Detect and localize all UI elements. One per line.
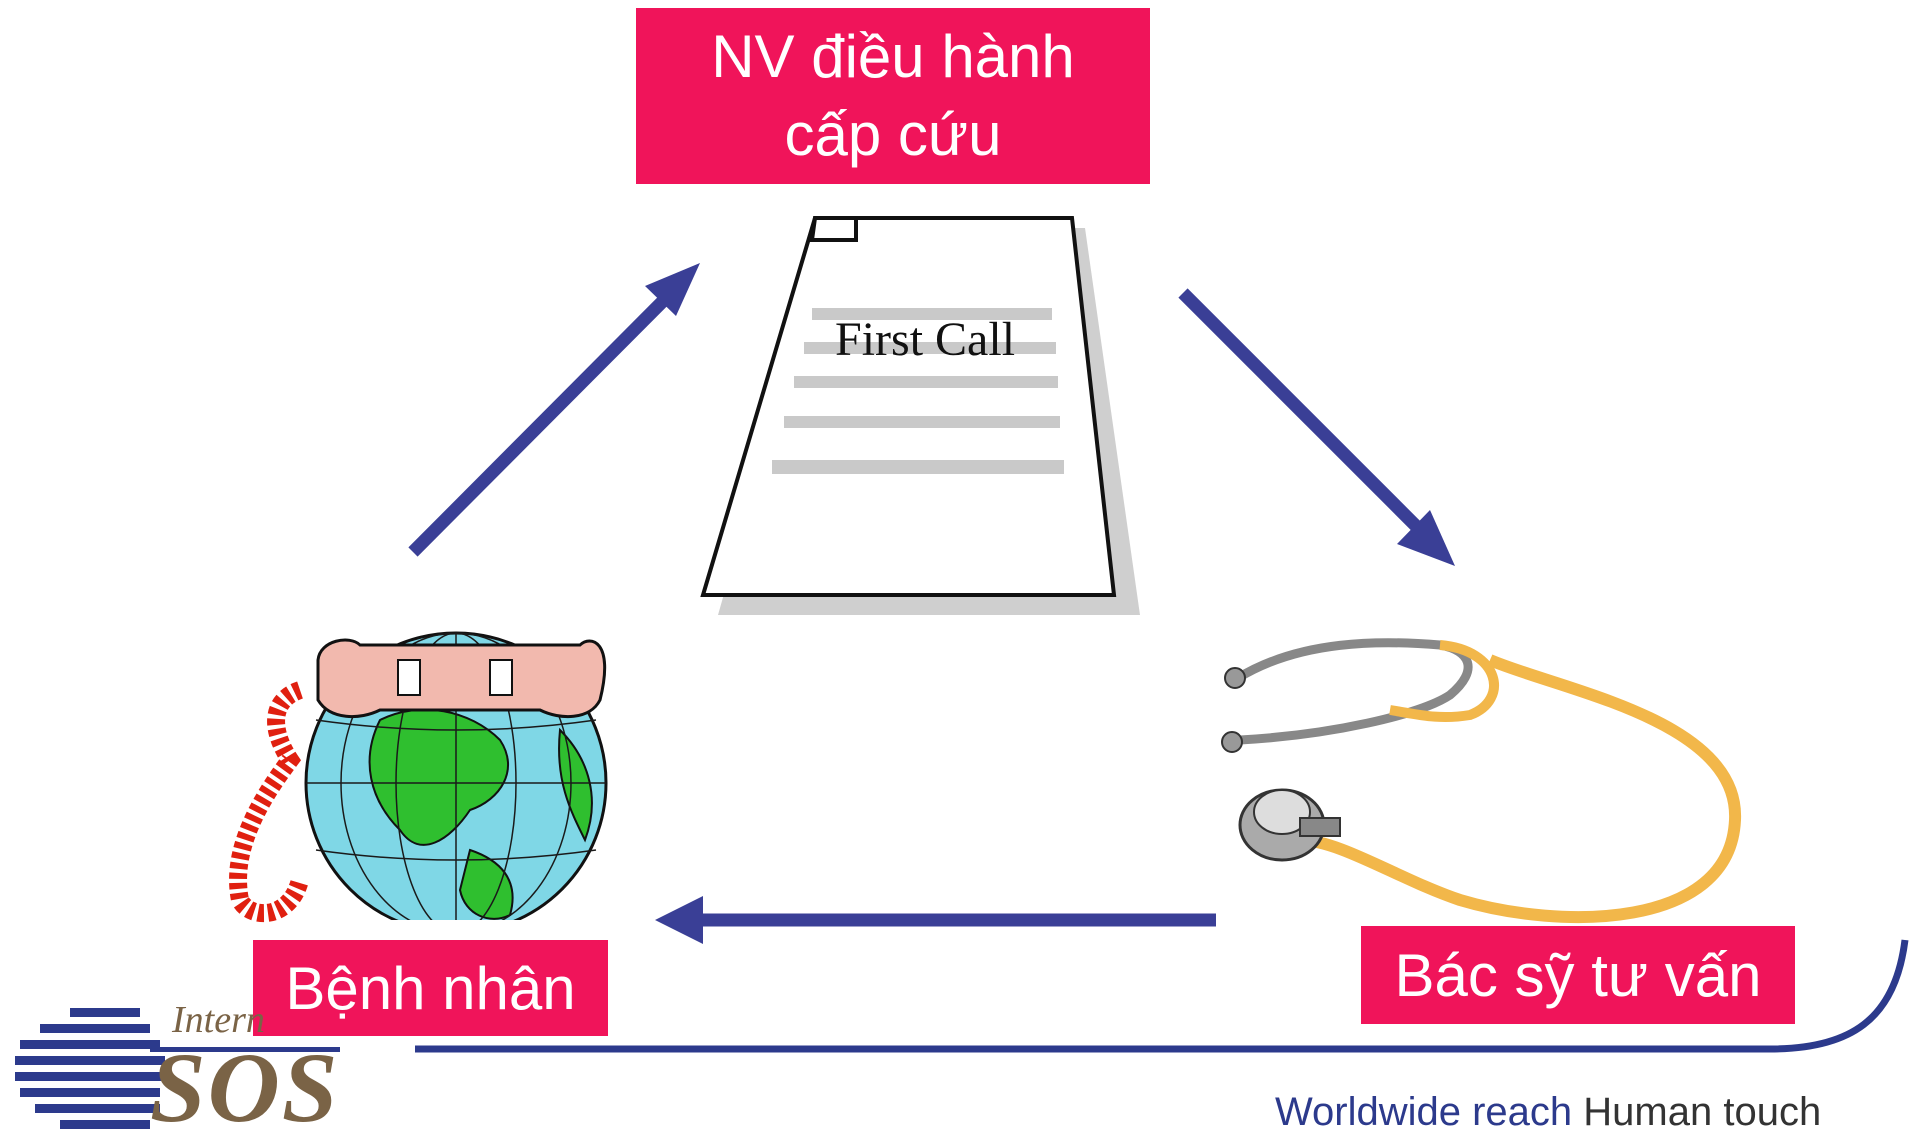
brand-swoosh-line [150, 939, 1909, 1053]
arrow-patient-to-dispatcher [408, 263, 700, 557]
document-title: First Call [835, 313, 1016, 366]
stethoscope-icon [1221, 638, 1742, 924]
arrow-dispatcher-to-doctor [1178, 288, 1455, 566]
first-call-document-icon [700, 216, 1140, 615]
dispatcher-label-line1: NV điều hành [711, 23, 1075, 90]
globe-phone-icon [229, 631, 610, 942]
logo-top-text: Intern [172, 999, 265, 1041]
tagline: Worldwide reach Human touch [1275, 1090, 1821, 1135]
dispatcher-label-line2: cấp cứu [784, 101, 1002, 168]
patient-node-label: Bệnh nhân [253, 940, 608, 1036]
arrow-doctor-to-patient [655, 896, 1216, 944]
tagline-part2: Human touch [1583, 1090, 1822, 1134]
tagline-part1: Worldwide reach [1275, 1090, 1573, 1134]
dispatcher-node-label: NV điều hành cấp cứu [636, 8, 1150, 184]
doctor-node-label: Bác sỹ tư vấn [1361, 926, 1795, 1024]
sos-logo-stripes [15, 1008, 165, 1129]
logo-main-text: SOS [150, 1032, 340, 1143]
